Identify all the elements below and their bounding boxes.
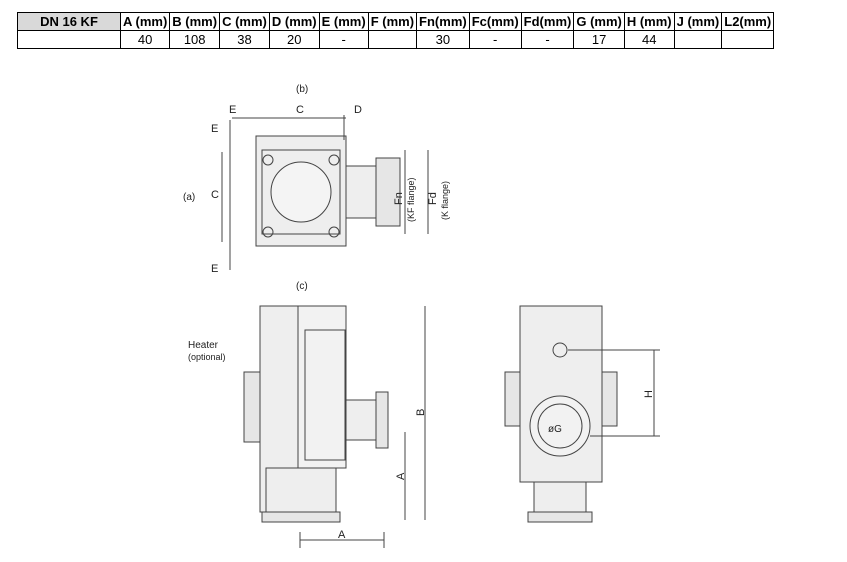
heater-label: Heater xyxy=(188,340,219,351)
header-cell: A (mm) xyxy=(119,12,171,31)
table-cell xyxy=(367,30,418,49)
front-view xyxy=(504,305,660,523)
dim-g-label: øG xyxy=(548,424,562,435)
header-cell: G (mm) xyxy=(573,12,625,31)
dim-a-vertical-label: A xyxy=(395,472,407,480)
header-cell: Fc(mm) xyxy=(468,12,522,31)
header-cell: Fd(mm) xyxy=(520,12,575,31)
dim-fn-label: Fn xyxy=(393,192,405,205)
table-cell: 40 xyxy=(119,30,171,49)
table-cell: - xyxy=(520,30,575,49)
fd-note: (K flange) xyxy=(440,181,450,220)
table-cell: - xyxy=(318,30,369,49)
table-cell: 20 xyxy=(268,30,320,49)
view-c-label: (c) xyxy=(296,281,308,292)
dim-d-label: D xyxy=(354,104,362,116)
heater-note: (optional) xyxy=(188,352,226,362)
header-cell: DN 16 KF xyxy=(17,12,121,31)
dim-e-label: E xyxy=(229,104,236,116)
top-view xyxy=(221,115,429,270)
view-a-label: (a) xyxy=(183,192,195,203)
dim-c-side-label: C xyxy=(211,189,219,201)
table-cell: 44 xyxy=(623,30,675,49)
table-cell xyxy=(721,30,775,49)
dimension-table: DN 16 KF A (mm) B (mm) C (mm) D (mm) E (… xyxy=(17,12,775,49)
header-cell: E (mm) xyxy=(318,12,369,31)
view-b-label: (b) xyxy=(296,84,308,95)
dim-e-bottom-label: E xyxy=(211,263,218,275)
table-header-row: DN 16 KF A (mm) B (mm) C (mm) D (mm) E (… xyxy=(17,12,775,31)
header-cell: B (mm) xyxy=(169,12,221,31)
header-cell: Fn(mm) xyxy=(416,12,470,31)
table-cell: 38 xyxy=(219,30,270,49)
table-cell: 108 xyxy=(169,30,221,49)
table-cell: 17 xyxy=(573,30,625,49)
dim-a-horizontal-label: A xyxy=(338,529,346,541)
dim-e-top-label: E xyxy=(211,123,218,135)
dim-h-label: H xyxy=(643,390,655,398)
side-view xyxy=(243,305,426,548)
dim-c-label: C xyxy=(296,104,304,116)
dim-fd-label: Fd xyxy=(427,192,439,205)
table-row: 40 108 38 20 - 30 - - 17 44 xyxy=(17,30,775,49)
fn-note: (KF flange) xyxy=(406,177,416,222)
dim-b-label: B xyxy=(415,409,427,416)
table-cell: - xyxy=(468,30,522,49)
header-cell: J (mm) xyxy=(673,12,723,31)
